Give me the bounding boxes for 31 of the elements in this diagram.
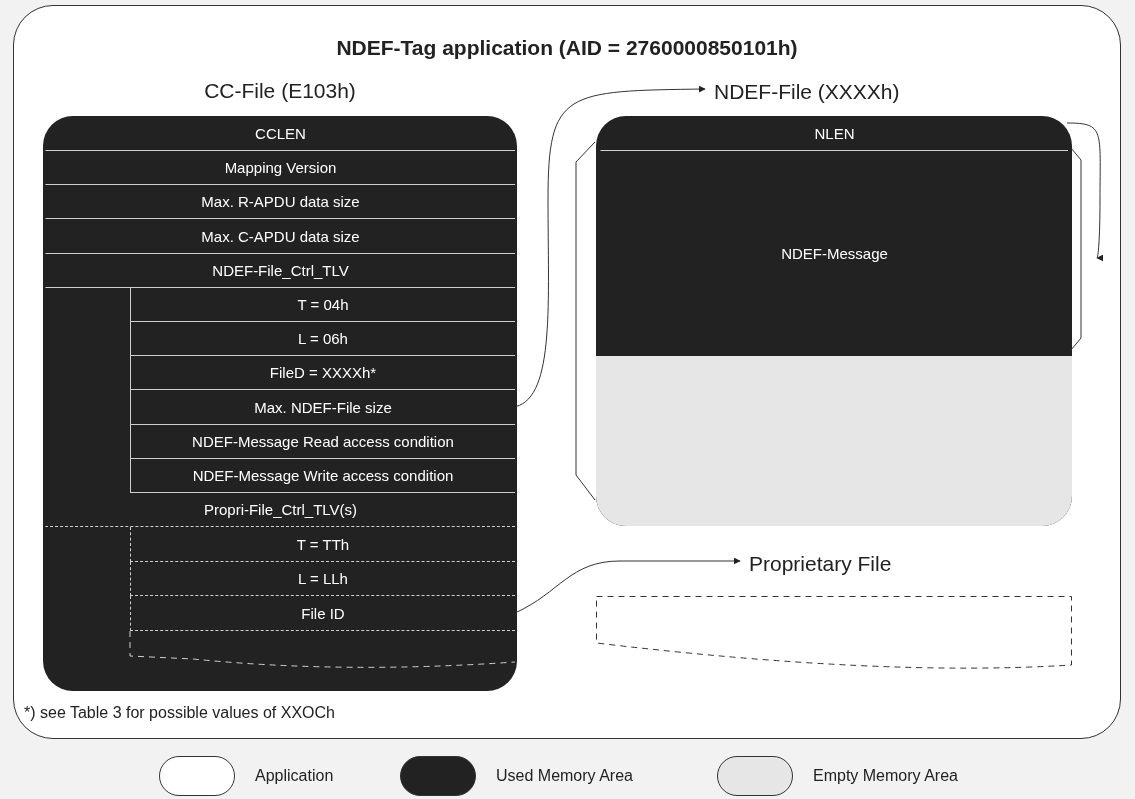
field-row: Max. C-APDU data size [45, 219, 515, 254]
field-row: T = 04h [130, 288, 515, 322]
field-row: Propri-File_Ctrl_TLV(s) [45, 493, 515, 527]
field-row: Max. R-APDU data size [45, 185, 515, 219]
field-row: NDEF-Message Write access condition [130, 459, 515, 493]
field-row: File ID [130, 596, 515, 631]
field-row: NDEF-File_Ctrl_TLV [45, 254, 515, 288]
field-row: Max. NDEF-File size [130, 390, 515, 425]
panel-title: NDEF-Tag application (AID = 2760000850101h) [336, 36, 798, 60]
application-panel [13, 5, 1121, 739]
field-row: T = TTh [130, 527, 515, 562]
field-row: NDEF-Message [600, 151, 1068, 356]
field-row: NLEN [600, 116, 1068, 151]
connector-arrow [515, 557, 741, 613]
legend-label: Used Memory Area [496, 766, 633, 786]
field-row: L = LLh [130, 562, 515, 596]
field-row: Mapping Version [45, 151, 515, 185]
file-heading: CC-File (E103h) [204, 78, 356, 104]
legend-label: Empty Memory Area [813, 766, 958, 786]
empty-memory-area [596, 356, 1072, 526]
field-row: L = 06h [130, 322, 515, 356]
legend-label: Application [255, 766, 334, 786]
connector-arrow [515, 85, 706, 407]
file-heading: Proprietary File [749, 549, 892, 579]
connector-arrow [1066, 122, 1104, 259]
field-row: FileD = XXXXh* [130, 356, 515, 390]
field-row: CCLEN [45, 116, 515, 151]
memory-block [596, 116, 1072, 526]
file-heading: NDEF-File (XXXXh) [714, 77, 900, 107]
footnote: *) see Table 3 for possible values of XXOCh [24, 704, 335, 722]
field-row: NDEF-Message Read access condition [130, 425, 515, 459]
